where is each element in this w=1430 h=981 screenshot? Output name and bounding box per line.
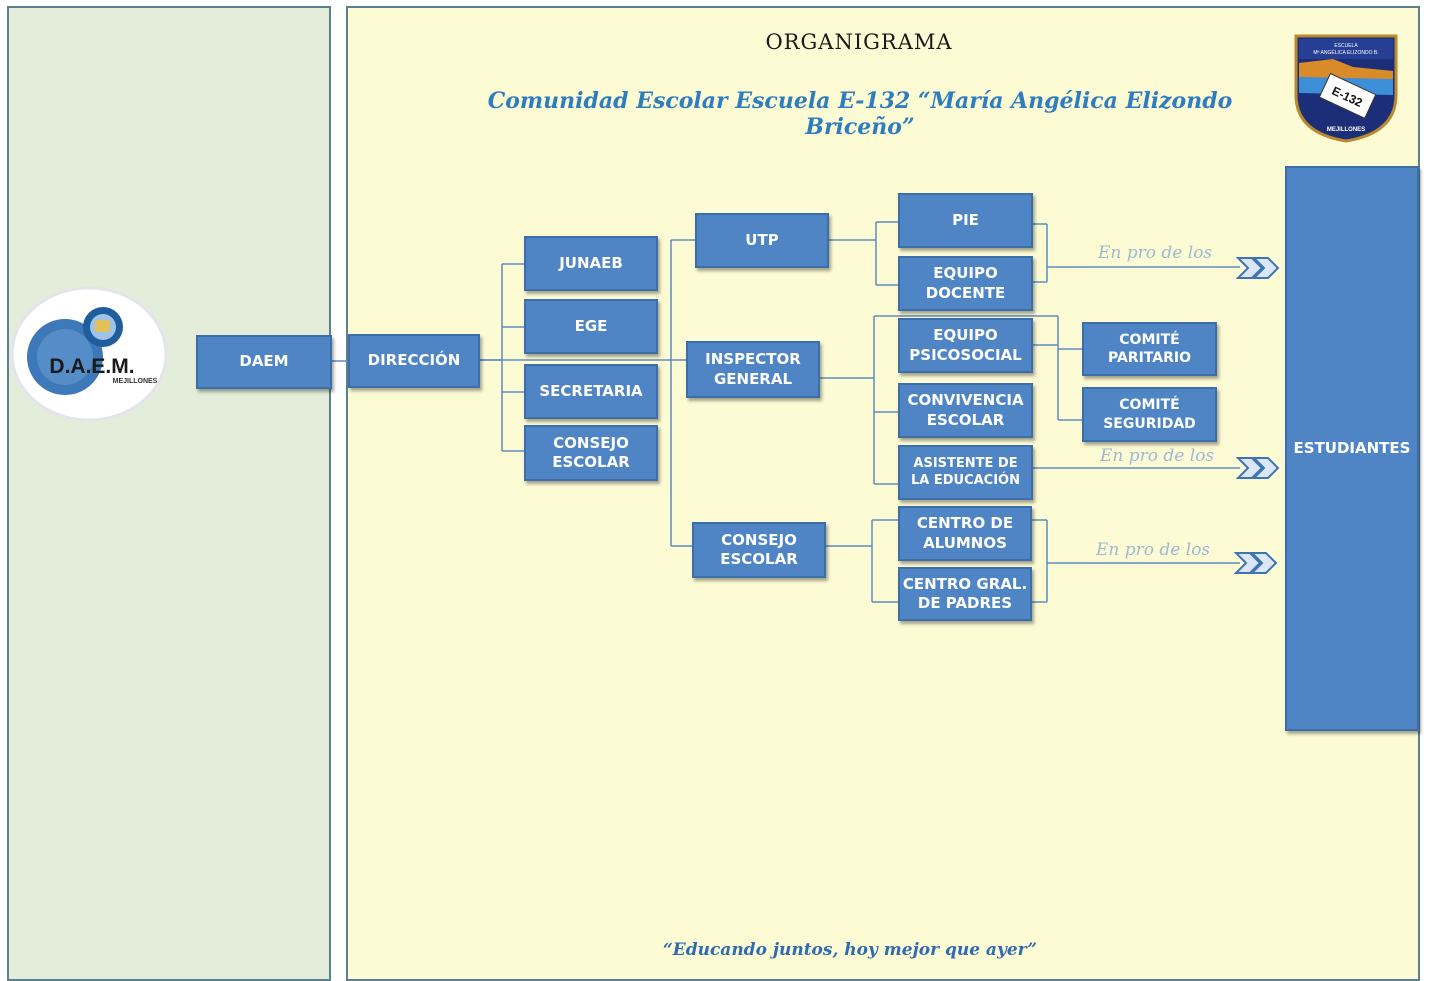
node-comite-paritario: COMITÉ PARITARIO <box>1082 322 1217 376</box>
node-asistente-educacion: ASISTENTE DE LA EDUCACIÓN <box>898 445 1033 500</box>
node-equipo-psicosocial: EQUIPO PSICOSOCIAL <box>898 318 1033 373</box>
page-subtitle: Comunidad Escolar Escuela E-132 “María A… <box>487 88 1233 140</box>
node-ege: EGE <box>524 299 658 354</box>
footer-motto: “Educando juntos, hoy mejor que ayer” <box>662 940 1038 960</box>
node-consejo-escolar-1: CONSEJO ESCOLAR <box>524 425 658 481</box>
main-panel <box>346 6 1420 981</box>
arrow-label-2: En pro de los <box>1100 446 1215 466</box>
node-convivencia-escolar: CONVIVENCIA ESCOLAR <box>898 383 1033 438</box>
chevron-arrow-1b <box>1251 257 1280 279</box>
chevron-arrow-3a <box>1233 552 1262 574</box>
daem-logo: D.A.E.M. MEJILLONES <box>10 287 168 421</box>
svg-text:ESCUELA: ESCUELA <box>1334 43 1358 49</box>
node-centro-alumnos: CENTRO DE ALUMNOS <box>898 506 1032 561</box>
node-daem: DAEM <box>196 335 332 389</box>
arrow-label-1: En pro de los <box>1098 243 1213 263</box>
daem-logo-subtext: MEJILLONES <box>113 378 158 385</box>
svg-text:Mª ANGÉLICA ELIZONDO B.: Mª ANGÉLICA ELIZONDO B. <box>1313 49 1378 56</box>
node-inspector-general: INSPECTOR GENERAL <box>686 341 820 398</box>
node-junaeb: JUNAEB <box>524 236 658 291</box>
node-utp: UTP <box>695 213 829 268</box>
node-secretaria: SECRETARIA <box>524 364 658 419</box>
chevron-arrow-2a <box>1235 457 1264 479</box>
node-equipo-docente: EQUIPO DOCENTE <box>898 256 1033 311</box>
chevron-arrow-2b <box>1251 457 1280 479</box>
node-direccion: DIRECCIÓN <box>348 334 480 388</box>
arrow-label-3: En pro de los <box>1096 540 1211 560</box>
left-panel <box>7 6 331 981</box>
chevron-arrow-3b <box>1249 552 1278 574</box>
school-badge-bottom: MEJILLONES <box>1327 127 1365 133</box>
daem-logo-text: D.A.E.M. <box>49 355 134 378</box>
page-title: ORGANIGRAMA <box>765 30 953 54</box>
node-consejo-escolar-2: CONSEJO ESCOLAR <box>692 522 826 578</box>
node-estudiantes: ESTUDIANTES <box>1285 166 1419 731</box>
node-pie: PIE <box>898 193 1033 248</box>
school-badge-logo: E-132 ESCUELA Mª ANGÉLICA ELIZONDO B. ME… <box>1294 34 1398 143</box>
node-comite-seguridad: COMITÉ SEGURIDAD <box>1082 387 1217 442</box>
chevron-arrow-1a <box>1235 257 1264 279</box>
node-centro-padres: CENTRO GRAL. DE PADRES <box>898 567 1032 621</box>
